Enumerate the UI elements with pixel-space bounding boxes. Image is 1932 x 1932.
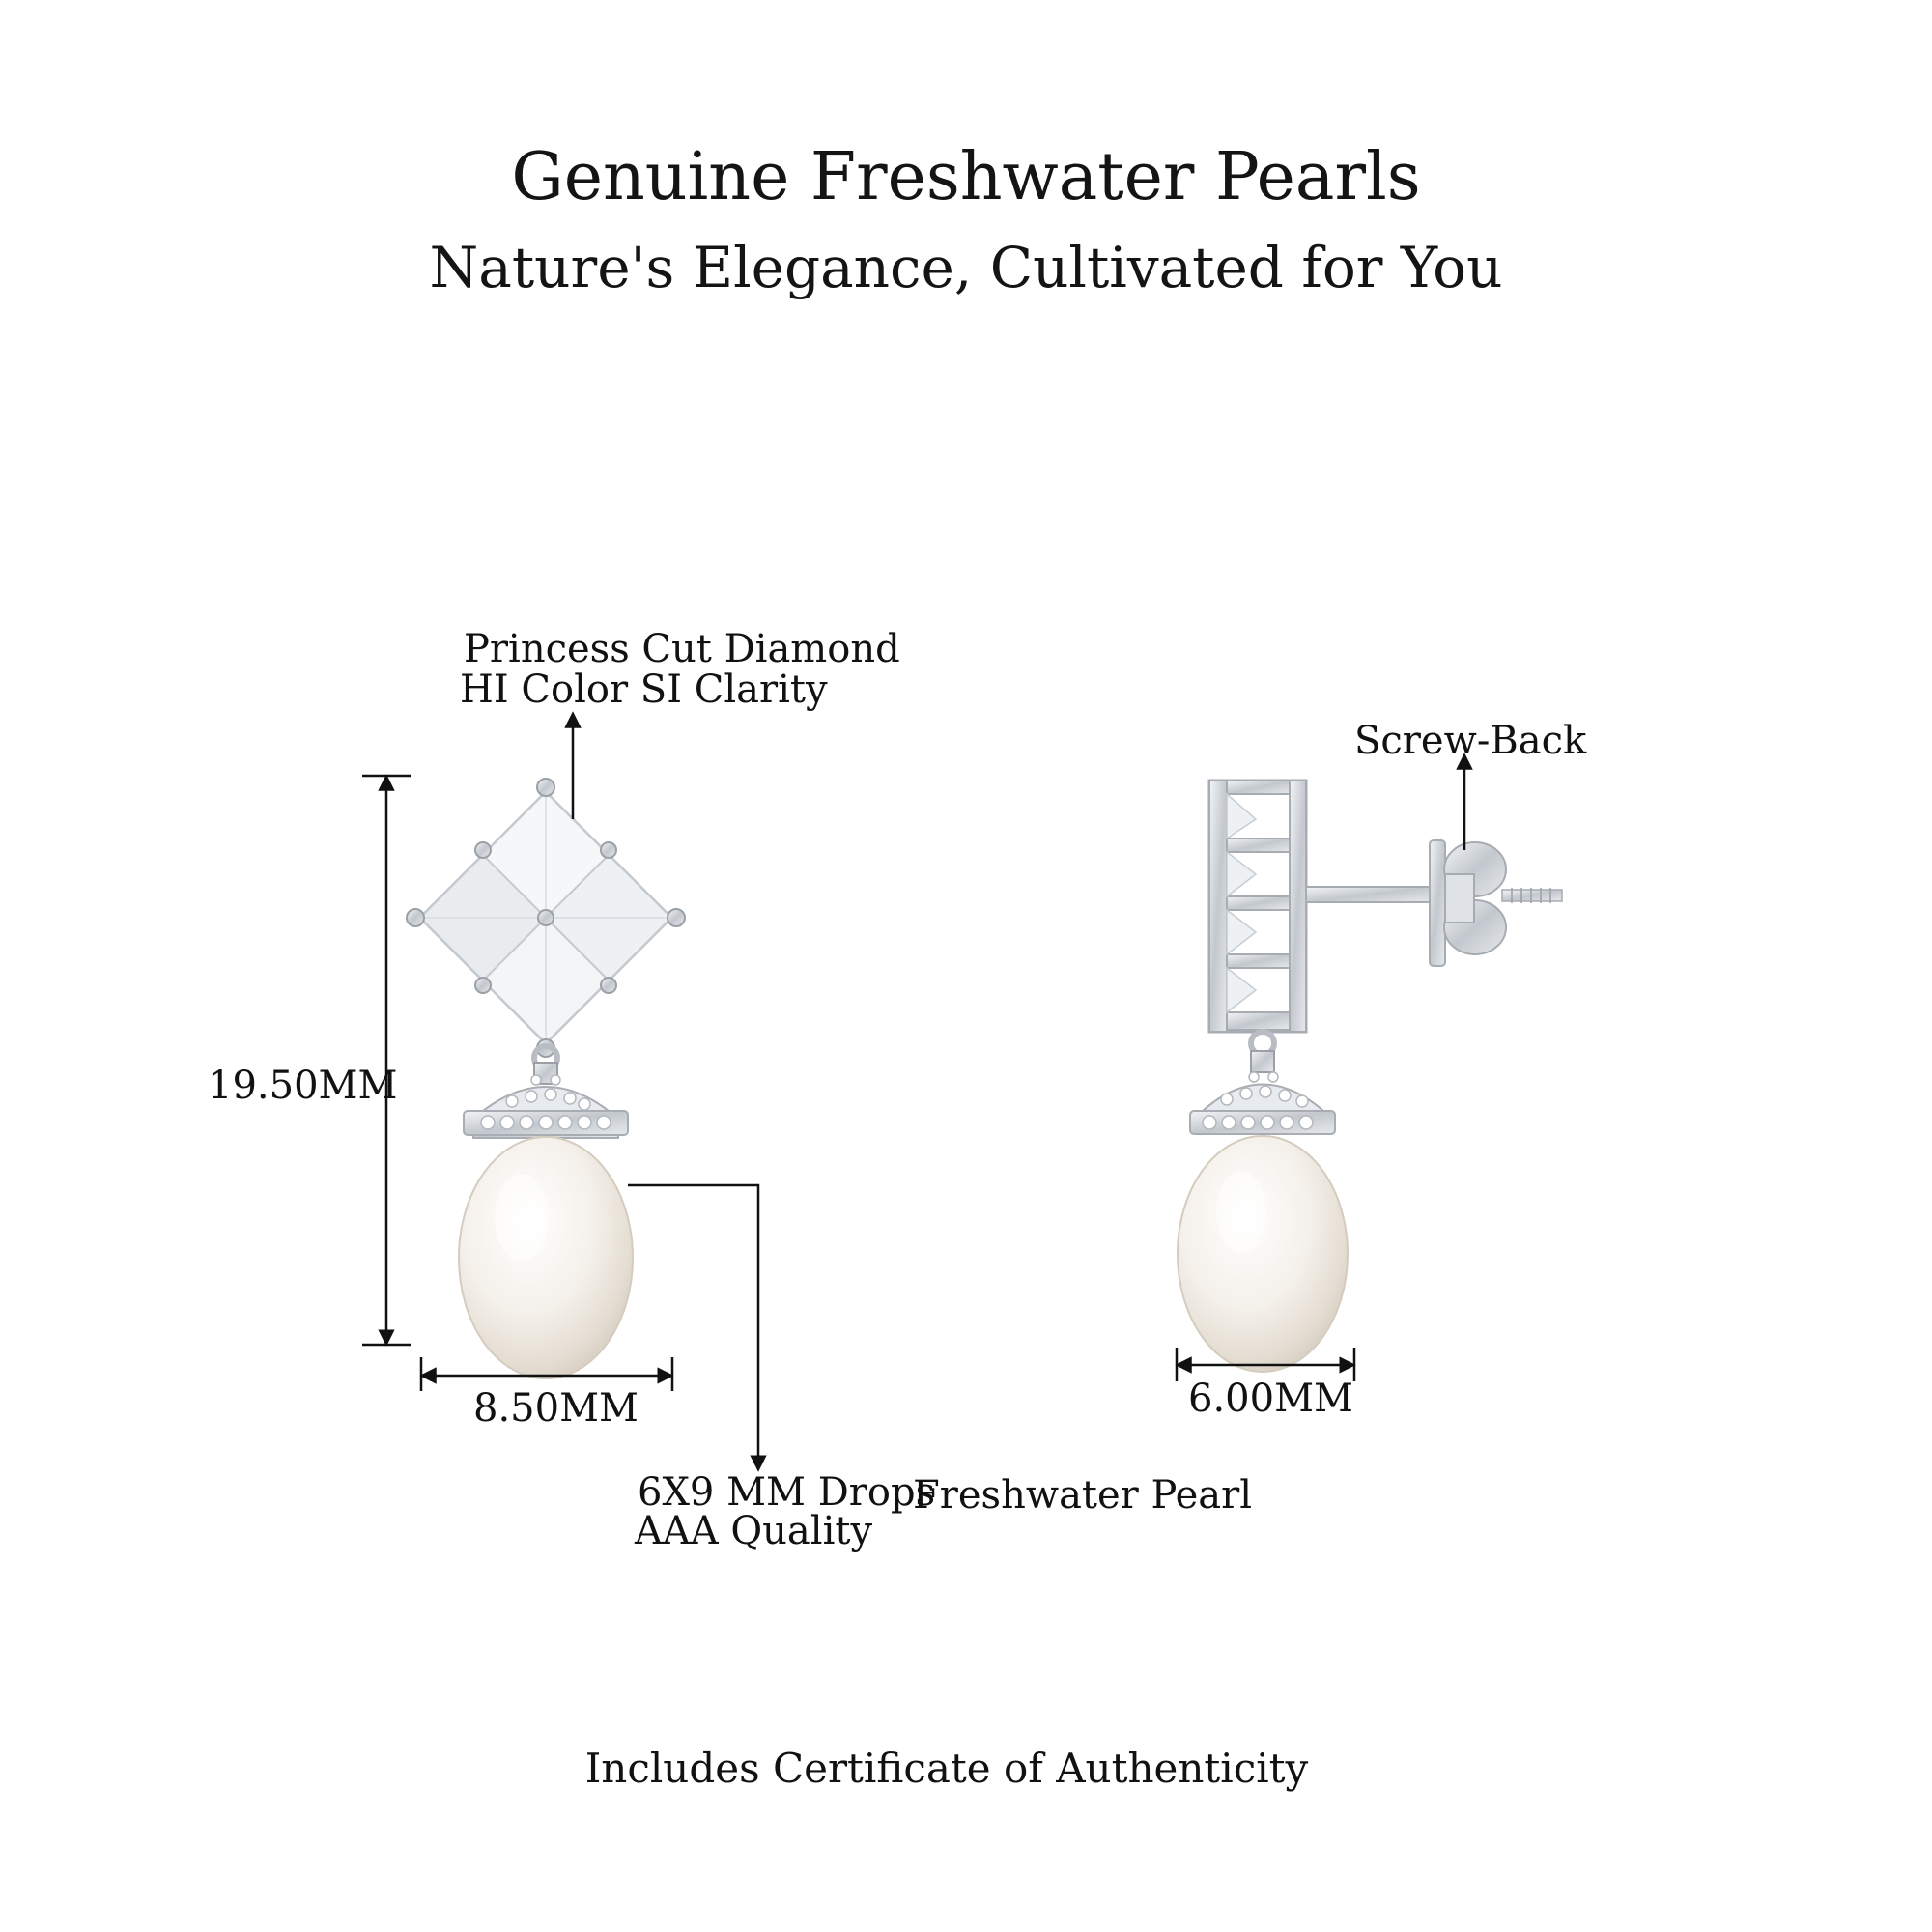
side-width-dimension-line (1175, 1348, 1356, 1381)
diamond-label-line2: HI Color SI Clarity (460, 668, 828, 712)
front-width-dimension-line (419, 1357, 674, 1391)
pearl-label-line1: 6X9 MM Drops (638, 1470, 936, 1515)
front-pearl (458, 1136, 634, 1379)
certificate-note: Includes Certificate of Authenticity (584, 1745, 1309, 1792)
page-subtitle: Nature's Elegance, Cultivated for You (429, 235, 1503, 300)
side-gallery (1208, 779, 1308, 1034)
pearl-label-line2: AAA Quality (635, 1509, 873, 1553)
front-width-dimension-label: 8.50MM (473, 1386, 639, 1431)
pearl-leader-line (628, 1183, 767, 1472)
pearl-label-line1b: Freshwater Pearl (913, 1473, 1253, 1518)
side-pave-cap (1189, 1071, 1336, 1135)
page-title: Genuine Freshwater Pearls (511, 139, 1421, 215)
side-width-dimension-label: 6.00MM (1188, 1377, 1353, 1421)
height-dimension-line (362, 774, 411, 1347)
side-earring (1177, 779, 1563, 1373)
height-dimension-label: 19.50MM (208, 1064, 398, 1108)
princess-diamond-cluster (406, 778, 686, 1058)
pave-cap (463, 1074, 629, 1139)
screw-back-label: Screw-Back (1354, 719, 1587, 763)
diamond-label-line1: Princess Cut Diamond (464, 627, 900, 671)
side-pearl (1177, 1135, 1349, 1373)
front-earring (406, 778, 686, 1379)
screw-back (1429, 839, 1563, 967)
